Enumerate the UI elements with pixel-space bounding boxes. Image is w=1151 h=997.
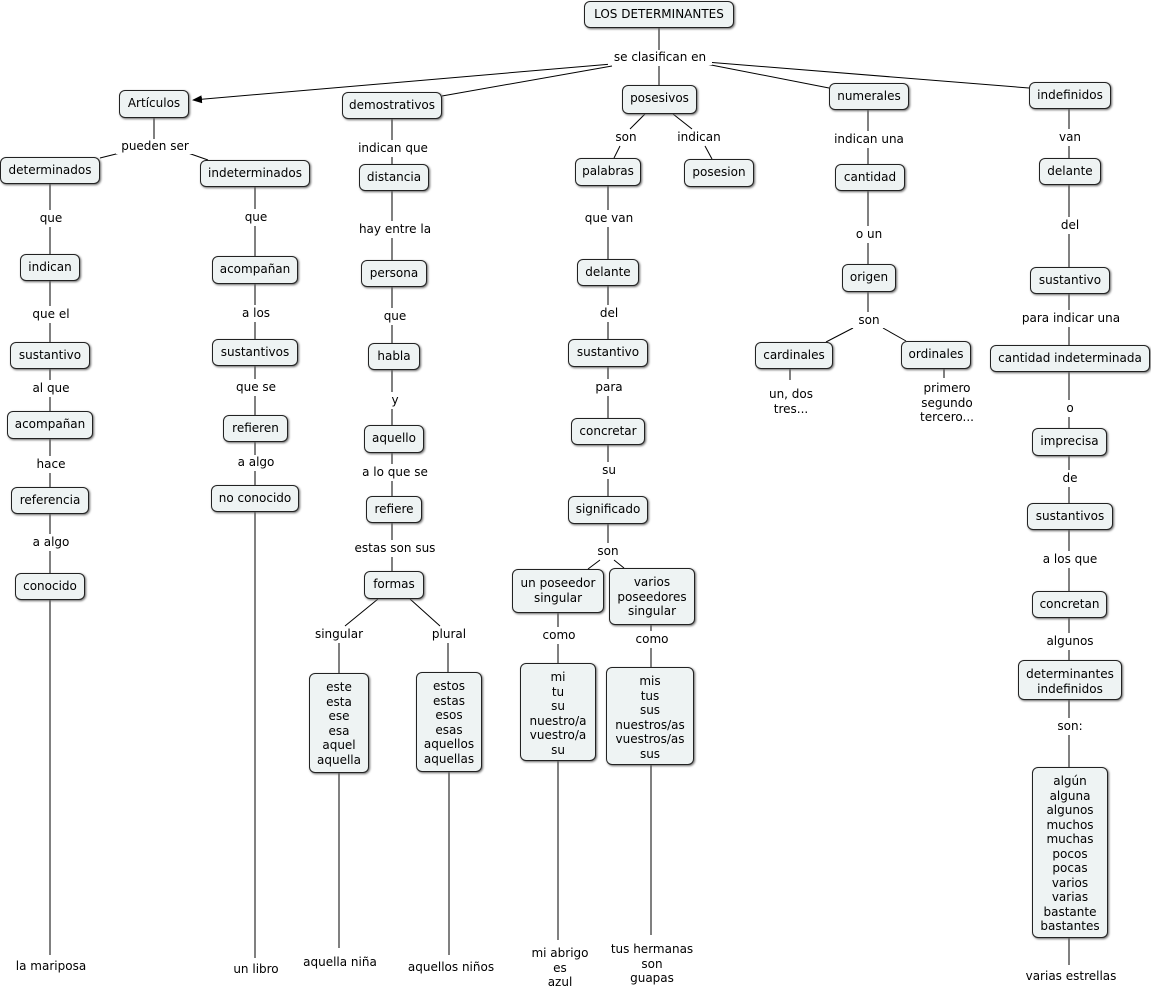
link-a-los-que: a los que bbox=[1036, 552, 1104, 567]
link-para: para bbox=[588, 380, 630, 395]
concept-ordinales[interactable]: ordinales bbox=[901, 341, 971, 369]
link-de: de bbox=[1056, 471, 1084, 486]
concept-determinantes-indefinidos[interactable]: determinantes indefinidos bbox=[1018, 660, 1122, 700]
concept-un-poseedor-singular[interactable]: un poseedor singular bbox=[512, 569, 604, 613]
link-a-los: a los bbox=[230, 306, 282, 321]
link-como: como bbox=[628, 632, 676, 647]
concept-sustantivo[interactable]: sustantivo bbox=[568, 339, 648, 367]
concept-indeterminados[interactable]: indeterminados bbox=[200, 160, 310, 187]
link-se-clasifican-en: se clasifican en bbox=[608, 50, 712, 65]
link-algunos: algunos bbox=[1036, 634, 1104, 649]
link-su: su bbox=[596, 463, 622, 478]
link-a-lo-que-se: a lo que se bbox=[352, 465, 438, 480]
concept-determinados[interactable]: determinados bbox=[0, 157, 100, 184]
example-aquellos-ninos: aquellos niños bbox=[400, 960, 502, 975]
concept-indican[interactable]: indican bbox=[20, 254, 80, 281]
link-hace: hace bbox=[30, 457, 72, 472]
link-del: del bbox=[593, 306, 625, 321]
concept-cantidad-indeterminada[interactable]: cantidad indeterminada bbox=[990, 345, 1150, 372]
concept-palabras[interactable]: palabras bbox=[575, 158, 641, 186]
concept-refiere[interactable]: refiere bbox=[366, 496, 422, 523]
concept-distancia[interactable]: distancia bbox=[359, 164, 429, 191]
concept-conocido[interactable]: conocido bbox=[15, 573, 85, 600]
concept-cantidad[interactable]: cantidad bbox=[835, 164, 905, 191]
link-o: o bbox=[1059, 401, 1081, 416]
concept-los-determinantes[interactable]: LOS DETERMINANTES bbox=[584, 1, 734, 28]
concept-sustantivos[interactable]: sustantivos bbox=[212, 339, 298, 366]
concept-indefinidos[interactable]: indefinidos bbox=[1029, 82, 1111, 109]
concept-imprecisa[interactable]: imprecisa bbox=[1032, 428, 1107, 456]
example-un-dos-tres: un, dos tres... bbox=[758, 387, 824, 416]
concept-concretar[interactable]: concretar bbox=[571, 418, 645, 445]
concept-sustantivo[interactable]: sustantivo bbox=[1030, 267, 1110, 294]
concept-singular-forms-list[interactable]: este esta ese esa aquel aquella bbox=[309, 673, 369, 773]
link-indican-una: indican una bbox=[826, 132, 912, 147]
example-la-mariposa: la mariposa bbox=[10, 959, 92, 974]
concept-un-poseedor-list[interactable]: mi tu su nuestro/a vuestro/a su bbox=[520, 663, 596, 761]
concept-delante[interactable]: delante bbox=[577, 259, 639, 286]
concept-habla[interactable]: habla bbox=[368, 343, 420, 370]
link-van: van bbox=[1052, 130, 1088, 145]
link-hay-entre-la: hay entre la bbox=[352, 222, 438, 237]
link-que-el: que el bbox=[25, 307, 77, 322]
concept-significado[interactable]: significado bbox=[568, 496, 648, 524]
concept-sustantivo[interactable]: sustantivo bbox=[10, 342, 90, 369]
link-plural: plural bbox=[424, 627, 474, 642]
concept-posesivos[interactable]: posesivos bbox=[622, 85, 697, 114]
link-son: son: bbox=[1050, 719, 1090, 734]
concept-acompanan[interactable]: acompañan bbox=[7, 411, 93, 439]
concept-aquello[interactable]: aquello bbox=[364, 425, 424, 453]
concept-cardinales[interactable]: cardinales bbox=[755, 342, 833, 369]
concept-acompanan[interactable]: acompañan bbox=[212, 256, 298, 284]
link-son: son bbox=[851, 313, 887, 328]
link-al-que: al que bbox=[25, 381, 77, 396]
concept-concretan[interactable]: concretan bbox=[1032, 591, 1107, 618]
concept-referencia[interactable]: referencia bbox=[11, 487, 89, 514]
link-pueden-ser: pueden ser bbox=[116, 139, 194, 154]
link-que-se: que se bbox=[230, 380, 282, 395]
concept-articulos[interactable]: Artículos bbox=[119, 90, 189, 118]
link-que: que bbox=[235, 210, 277, 225]
concept-persona[interactable]: persona bbox=[361, 260, 427, 287]
link-del: del bbox=[1054, 218, 1086, 233]
example-aquella-nina: aquella niña bbox=[298, 955, 382, 970]
example-varias-estrellas: varias estrellas bbox=[1016, 969, 1126, 984]
concept-varios-poseedores-singular[interactable]: varios poseedores singular bbox=[609, 568, 695, 625]
example-primero-segundo-tercero: primero segundo tercero... bbox=[910, 381, 984, 425]
link-que: que bbox=[30, 211, 72, 226]
concept-numerales[interactable]: numerales bbox=[829, 83, 909, 110]
link-son: son bbox=[608, 130, 644, 145]
concept-refieren[interactable]: refieren bbox=[223, 415, 288, 442]
example-tus-hermanas-son-guapas: tus hermanas son guapas bbox=[603, 942, 701, 986]
link-son: son bbox=[590, 544, 626, 559]
concept-plural-forms-list[interactable]: estos estas esos esas aquellos aquellas bbox=[416, 672, 482, 772]
link-singular: singular bbox=[309, 627, 369, 642]
concept-no-conocido[interactable]: no conocido bbox=[211, 485, 299, 512]
example-mi-abrigo-es-azul: mi abrigo es azul bbox=[522, 946, 598, 990]
link-y: y bbox=[384, 393, 406, 408]
concept-formas[interactable]: formas bbox=[364, 571, 424, 599]
link-o-un: o un bbox=[848, 227, 890, 242]
concept-demostrativos[interactable]: demostrativos bbox=[342, 92, 442, 119]
link-como: como bbox=[535, 628, 583, 643]
link-indican: indican bbox=[672, 130, 726, 145]
link-que-van: que van bbox=[578, 211, 640, 226]
concept-varios-poseedores-list[interactable]: mis tus sus nuestros/as vuestros/as sus bbox=[606, 667, 694, 765]
link-que: que bbox=[374, 309, 416, 324]
concept-delante[interactable]: delante bbox=[1039, 158, 1101, 185]
link-indican-que: indican que bbox=[352, 141, 434, 156]
concept-origen[interactable]: origen bbox=[842, 264, 896, 292]
link-estas-son-sus: estas son sus bbox=[346, 541, 444, 556]
concept-indefinidos-list[interactable]: algún alguna algunos muchos muchas pocos… bbox=[1032, 767, 1108, 938]
link-a-algo: a algo bbox=[25, 535, 77, 550]
concept-posesion[interactable]: posesion bbox=[684, 159, 754, 187]
example-un-libro: un libro bbox=[225, 962, 287, 977]
link-para-indicar-una: para indicar una bbox=[1014, 311, 1128, 326]
concept-sustantivos[interactable]: sustantivos bbox=[1027, 503, 1113, 530]
link-a-algo: a algo bbox=[230, 455, 282, 470]
